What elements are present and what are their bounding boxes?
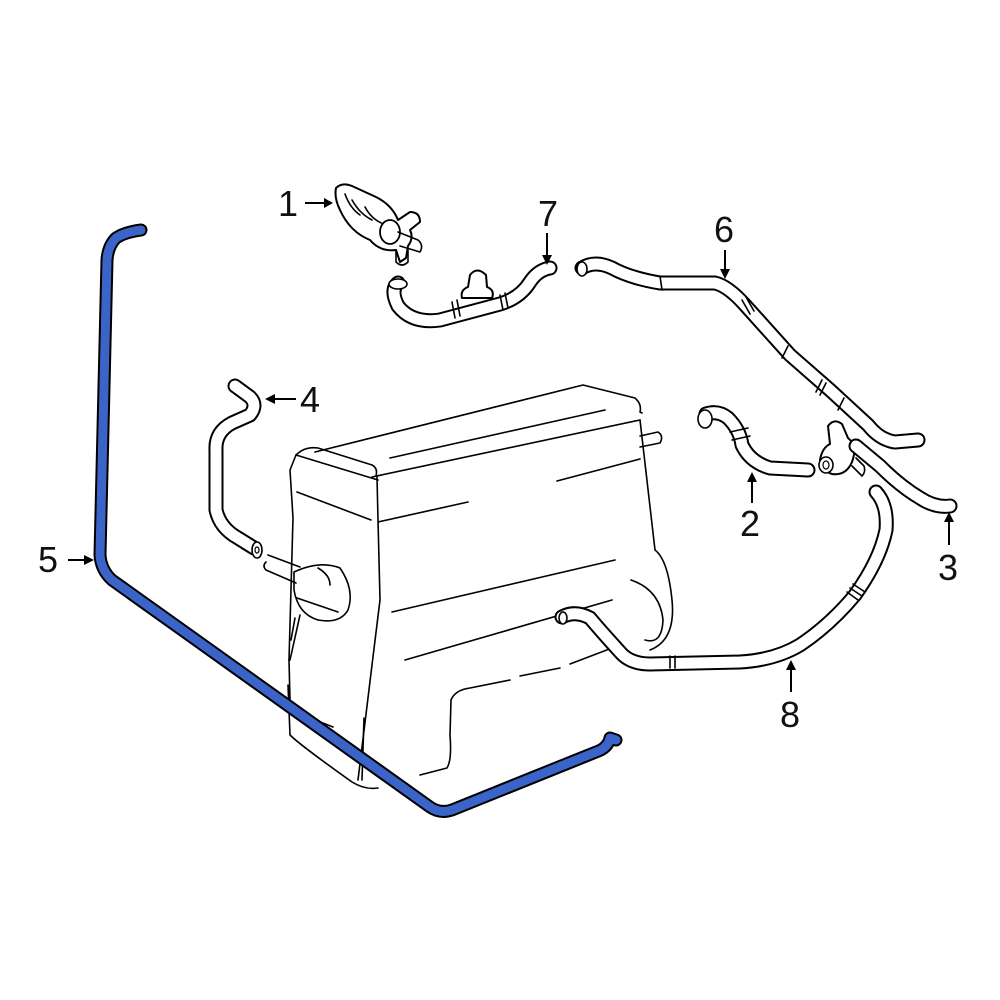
part-3-hose[interactable] <box>848 438 958 514</box>
part-5-hose-highlighted[interactable] <box>93 223 623 818</box>
callout-6: 6 <box>714 209 735 250</box>
callout-2: 2 <box>740 503 761 544</box>
part-8-hose[interactable] <box>554 484 894 672</box>
callout-5: 5 <box>38 539 59 580</box>
tee-connector <box>818 420 866 477</box>
part-4-hose[interactable] <box>208 378 263 559</box>
part-1-valve[interactable] <box>334 183 423 266</box>
part-6-hose[interactable] <box>574 256 926 450</box>
callout-4: 4 <box>300 379 321 420</box>
part-2-hose[interactable] <box>697 405 816 478</box>
callout-1: 1 <box>278 183 299 224</box>
callout-7: 7 <box>538 193 559 234</box>
callout-3: 3 <box>938 547 959 588</box>
part-7-hose-tee[interactable] <box>386 260 558 329</box>
callout-8: 8 <box>780 694 801 735</box>
callout-arrows <box>68 198 954 692</box>
